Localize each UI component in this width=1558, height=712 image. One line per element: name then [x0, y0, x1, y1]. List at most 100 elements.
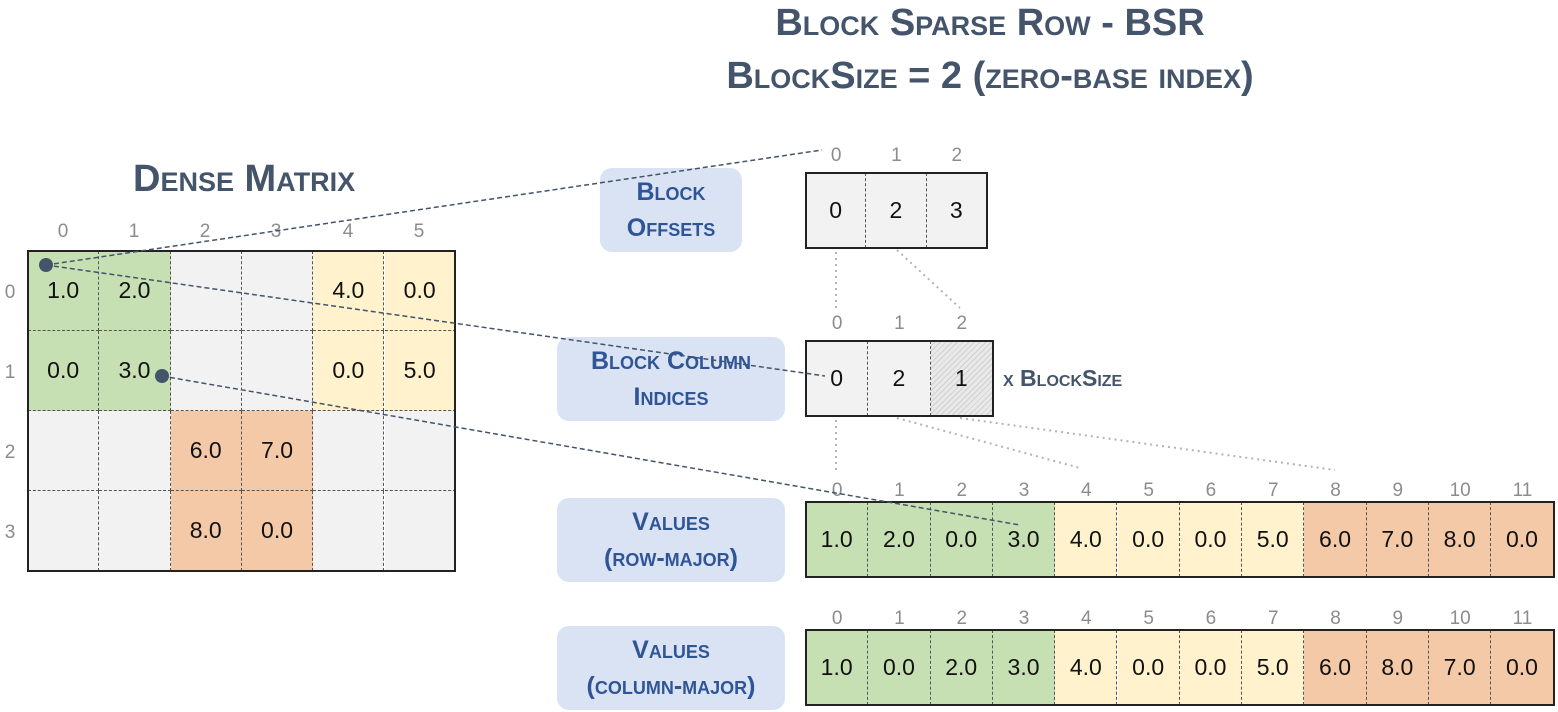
dense-value-dot — [155, 369, 169, 383]
values-column-major-index: 7 — [1267, 608, 1279, 629]
values-column-major-index: 1 — [894, 608, 905, 629]
values-column-major-index: 11 — [1512, 608, 1533, 629]
values-row-major-index: 6 — [1205, 480, 1217, 501]
dense-col-index: 0 — [57, 221, 69, 242]
values-column-major-index: 0 — [831, 608, 843, 629]
values-column-major-index: 10 — [1449, 608, 1471, 629]
values-column-major-cell: 0.0 — [1117, 630, 1180, 705]
block-column-indices-label-line1: Block Column — [590, 346, 752, 375]
values-row-major-cell: 0.0 — [1117, 502, 1180, 577]
values-column-major-index: 4 — [1081, 608, 1092, 629]
connector-offset1-down — [896, 249, 961, 309]
block-column-indices-index: 2 — [956, 313, 968, 334]
block-column-indices-cell: 1 — [930, 341, 993, 416]
dense-col-index: 1 — [128, 221, 140, 242]
values-row-major-index: 7 — [1267, 480, 1279, 501]
dense-cell: 0.0 — [384, 251, 456, 331]
dense-cell: 4.0 — [313, 251, 385, 331]
values-column-major-cell: 0.0 — [868, 630, 931, 705]
values-row-major-index: 8 — [1330, 480, 1341, 501]
block-offsets-cell: 0 — [806, 173, 867, 248]
dense-row-index: 0 — [4, 282, 16, 303]
dense-col-index: 4 — [342, 221, 354, 242]
values-column-major-index: 5 — [1143, 608, 1154, 629]
blocksize-multiplier-note: x BlockSize — [1003, 365, 1123, 391]
connector-colind2-down — [959, 417, 1336, 471]
values-column-major-index: 2 — [956, 608, 968, 629]
values-column-major-cell: 5.0 — [1242, 630, 1305, 705]
block-column-indices-index: 1 — [894, 313, 905, 334]
dense-matrix-title: Dense Matrix — [133, 158, 356, 200]
block-offsets-index: 0 — [830, 145, 842, 166]
dense-cell — [241, 331, 314, 411]
dense-row-index: 1 — [4, 362, 16, 383]
values-column-major-index: 6 — [1205, 608, 1217, 629]
block-column-indices-label-line2: Indices — [633, 383, 709, 411]
values-column-major-cell: 1.0 — [806, 630, 869, 705]
block-column-indices-index: 0 — [831, 313, 843, 334]
dense-cell — [99, 491, 171, 571]
dense-cell — [99, 411, 171, 491]
values-column-major-index: 3 — [1018, 608, 1030, 629]
dense-cell: 0.0 — [313, 331, 385, 411]
connector-dense-to-offsets — [45, 149, 823, 266]
values-column-major-cell: 7.0 — [1429, 630, 1492, 705]
dense-col-index: 2 — [199, 221, 211, 242]
dotted-connectors — [835, 249, 1336, 471]
values-row-major-cell: 2.0 — [868, 502, 931, 577]
dense-cell — [241, 251, 314, 331]
values-row-major-index: 10 — [1449, 480, 1471, 501]
dense-cell: 0.0 — [241, 491, 314, 571]
values-row-major-cell: 0.0 — [930, 502, 993, 577]
values-column-major-label-line2: (column-major) — [586, 672, 756, 700]
values-row-major-index: 3 — [1018, 480, 1030, 501]
values-column-major-index: 9 — [1392, 608, 1404, 629]
values-row-major-cell: 7.0 — [1366, 502, 1429, 577]
dashed-connectors — [45, 149, 1021, 526]
dense-cell — [313, 411, 385, 491]
dense-cell: 2.0 — [99, 251, 171, 331]
values-row-major-label: Values (row-major) — [557, 498, 785, 582]
values-column-major-cell: 4.0 — [1055, 630, 1118, 705]
values-row-major-index: 1 — [894, 480, 905, 501]
values-row-major-cell: 0.0 — [1491, 502, 1554, 577]
connector-colind1-down — [896, 417, 1081, 469]
dense-cell — [384, 491, 456, 571]
values-row-major-index: 11 — [1512, 480, 1533, 501]
values-column-major-index: 8 — [1330, 608, 1341, 629]
dense-origin-dot — [39, 258, 53, 272]
dense-cell: 6.0 — [170, 411, 242, 491]
values-row-major-label-line1: Values — [632, 507, 710, 536]
block-offsets-label-line1: Block — [636, 177, 706, 206]
dense-cell: 0.0 — [28, 331, 100, 411]
values-column-major-label-line1: Values — [632, 635, 710, 664]
block-offsets-label: Block Offsets — [600, 168, 742, 252]
dense-row-index: 2 — [4, 442, 16, 463]
dense-col-index: 5 — [413, 221, 425, 242]
values-row-major-label-line2: (row-major) — [604, 544, 738, 572]
block-offsets-cell: 2 — [866, 173, 927, 248]
values-column-major-cell: 6.0 — [1304, 630, 1367, 705]
dense-row-index: 3 — [4, 522, 16, 543]
values-row-major-cell: 3.0 — [992, 502, 1056, 577]
block-offsets-index: 1 — [891, 145, 902, 166]
values-row-major-cell: 4.0 — [1055, 502, 1118, 577]
values-column-major-cell: 2.0 — [930, 630, 993, 705]
dense-cell — [384, 411, 456, 491]
values-row-major-cell: 6.0 — [1304, 502, 1367, 577]
values-column-major-cell: 0.0 — [1179, 630, 1243, 705]
values-row-major-index: 9 — [1392, 480, 1404, 501]
values-column-major-label: Values (column-major) — [557, 626, 785, 710]
block-offsets-label-line2: Offsets — [626, 214, 716, 242]
values-column-major-cell: 3.0 — [992, 630, 1056, 705]
block-column-indices-label: Block Column Indices — [557, 337, 785, 421]
values-row-major-index: 0 — [831, 480, 843, 501]
values-row-major-index: 2 — [956, 480, 968, 501]
diagram-title-line2: BlockSize = 2 (zero-base index) — [726, 55, 1254, 97]
block-offsets-index: 2 — [951, 145, 963, 166]
dense-cell — [170, 331, 242, 411]
block-column-indices-cell: 2 — [868, 341, 931, 416]
connector-dense-to-values — [161, 375, 1021, 526]
diagram-title-line1: Block Sparse Row - BSR — [775, 2, 1205, 44]
